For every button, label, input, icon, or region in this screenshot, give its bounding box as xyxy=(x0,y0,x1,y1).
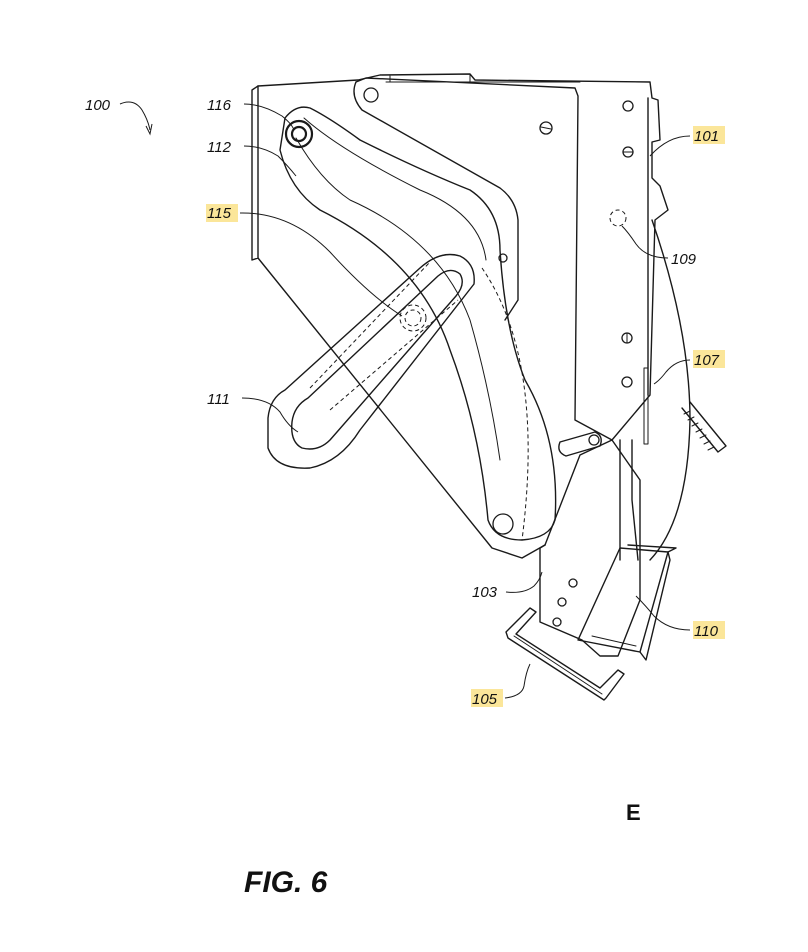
highlight-101 xyxy=(693,126,725,144)
channel-110 xyxy=(577,544,677,661)
ref-101: 101 xyxy=(694,128,719,145)
ref-109: 109 xyxy=(671,251,697,268)
hidden-arc xyxy=(481,267,529,541)
ref-100: 100 xyxy=(85,97,111,114)
ref-110: 110 xyxy=(694,623,719,640)
bracket-103 xyxy=(539,439,641,657)
ref-111: 111 xyxy=(207,391,230,408)
link-111 xyxy=(267,253,475,469)
upper-lever-plate xyxy=(353,77,634,441)
cam-arm-112 xyxy=(279,106,557,541)
lower-slot xyxy=(558,431,602,457)
leader-lines xyxy=(119,101,691,699)
ref-112: 112 xyxy=(207,139,232,156)
highlight-107 xyxy=(693,350,725,368)
highlight-105 xyxy=(471,689,503,707)
ref-115: 115 xyxy=(207,205,232,222)
view-letter: E xyxy=(626,800,641,825)
figure-caption: FIG. 6 xyxy=(244,866,328,899)
ref-105: 105 xyxy=(472,691,498,708)
highlight-110 xyxy=(693,621,725,639)
spring-detail xyxy=(643,219,727,561)
ref-116: 116 xyxy=(207,97,232,114)
tray-105 xyxy=(505,607,625,701)
ref-107: 107 xyxy=(694,352,720,369)
highlight-115 xyxy=(206,204,238,222)
housing-101 xyxy=(251,73,669,559)
ref-103: 103 xyxy=(472,584,498,601)
